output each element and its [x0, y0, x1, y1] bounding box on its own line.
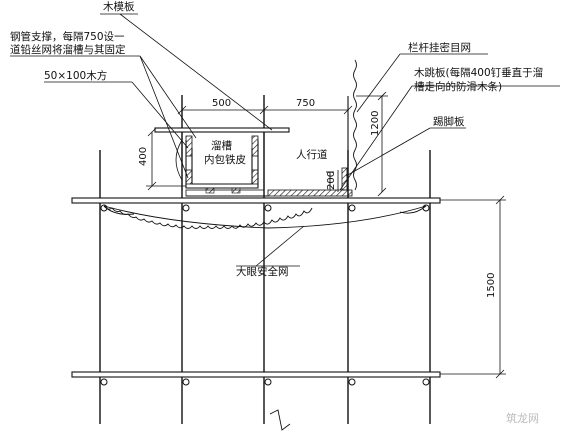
safety-net: [103, 205, 427, 229]
coupler: [182, 378, 190, 386]
leader-lines: [10, 13, 560, 267]
dim-200: 200: [326, 171, 337, 190]
coupler: [100, 378, 108, 386]
label-steel-support-1: 钢管支撑，每隔750设一: [10, 30, 125, 43]
dim-1500: 1500: [486, 273, 497, 298]
coupler: [264, 204, 272, 212]
label-timber: 50×100木方: [44, 69, 107, 82]
ledger-lower: [71, 371, 441, 378]
ledgers: [71, 197, 441, 378]
label-toe-board: 踢脚板: [433, 115, 465, 128]
ledger-upper: [71, 197, 441, 204]
watermark: 筑龙网: [506, 411, 539, 425]
top-formwork-board: [154, 127, 290, 133]
timber-left: [185, 135, 193, 157]
coupler: [348, 204, 356, 212]
chute: [154, 127, 290, 194]
deck-board-left: [185, 189, 265, 197]
text-labels: 木模板 钢管支撑，每隔750设一 道铅丝网将溜槽与其固定 50×100木方 溜槽…: [10, 0, 543, 425]
coupler: [182, 204, 190, 212]
label-wood-formwork: 木模板: [103, 0, 135, 13]
dim-1200: 1200: [370, 111, 381, 136]
label-board-1: 木跳板(每隔400钉垂直于溜: [414, 66, 543, 79]
toe-board: [341, 167, 348, 191]
couplers: [100, 204, 430, 386]
dim-500: 500: [212, 98, 231, 109]
railing-mesh: [353, 59, 357, 191]
dim-750: 750: [296, 98, 315, 109]
coupler: [348, 378, 356, 386]
deck-board: [267, 189, 353, 197]
label-safety-net: 大眼安全网: [236, 265, 289, 278]
guard-rail: [326, 59, 357, 198]
dim-400: 400: [138, 147, 149, 166]
chute-trough: [191, 148, 253, 185]
timber-right: [251, 135, 259, 157]
label-chute-sub: 内包铁皮: [204, 153, 246, 166]
coupler: [422, 378, 430, 386]
coupler: [264, 378, 272, 386]
dimension-lines: [146, 91, 506, 379]
break-symbol: [269, 409, 291, 431]
label-railing-mesh: 栏杆挂密目网: [408, 41, 471, 54]
label-board-2: 槽走向的防滑木条): [414, 80, 502, 93]
label-walkway: 人行道: [296, 148, 328, 161]
label-steel-support-2: 道铅丝网将溜槽与其固定: [10, 43, 126, 56]
label-chute: 溜槽: [211, 139, 232, 152]
